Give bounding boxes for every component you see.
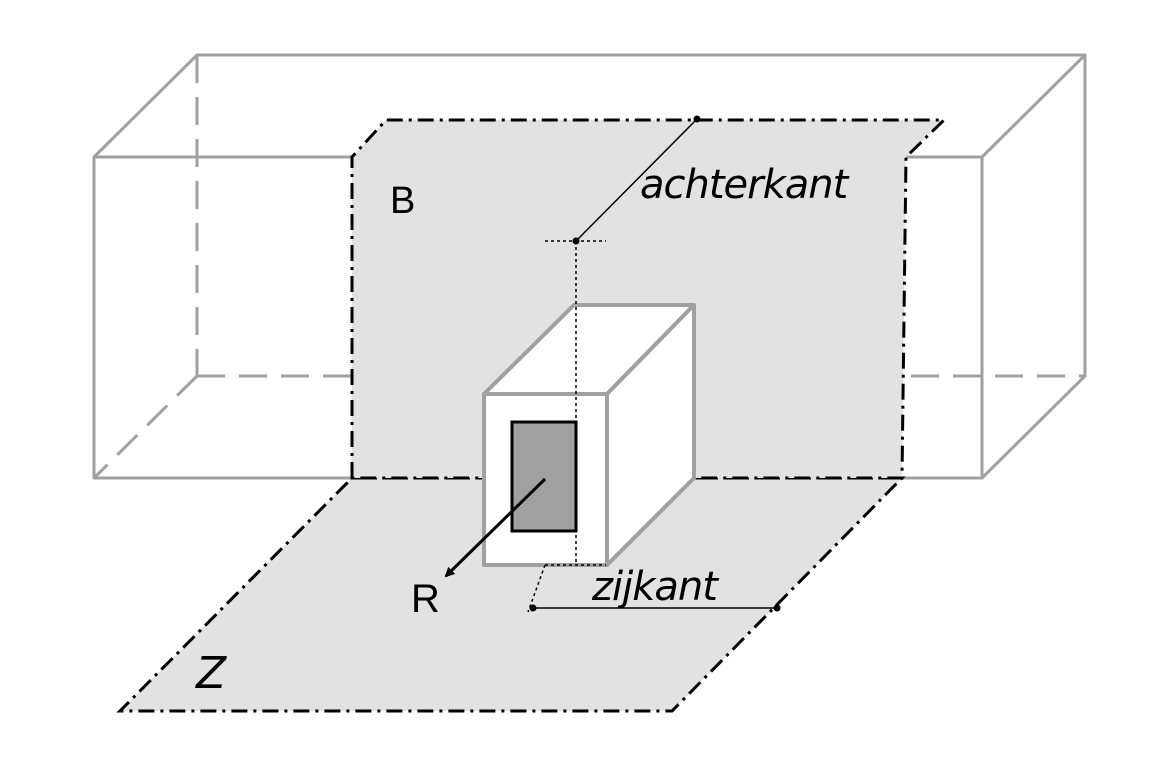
large-box-top-face bbox=[92, 53, 1087, 159]
dot-zijkant-right bbox=[773, 604, 781, 612]
front-panel bbox=[510, 420, 578, 533]
label-plane-z: Z bbox=[195, 648, 227, 699]
dot-zijkant-left bbox=[529, 604, 537, 612]
leader-dots bbox=[529, 115, 781, 612]
hidden-edge-depth bbox=[92, 374, 199, 480]
dot-achterkant-bottom bbox=[572, 237, 580, 245]
leader-achterkant bbox=[575, 118, 698, 242]
label-plane-b: B bbox=[390, 180, 415, 222]
label-vector-r: R bbox=[411, 577, 440, 621]
dot-achterkant-top bbox=[693, 115, 701, 123]
projection-lines bbox=[527, 118, 777, 613]
label-achterkant: achterkant bbox=[640, 162, 850, 208]
projection-depth-dotted bbox=[527, 564, 546, 613]
label-zijkant: zijkant bbox=[591, 564, 719, 610]
vector-r-arrow bbox=[444, 477, 547, 578]
plane-z bbox=[116, 476, 906, 713]
large-box-right-face bbox=[980, 55, 1087, 480]
